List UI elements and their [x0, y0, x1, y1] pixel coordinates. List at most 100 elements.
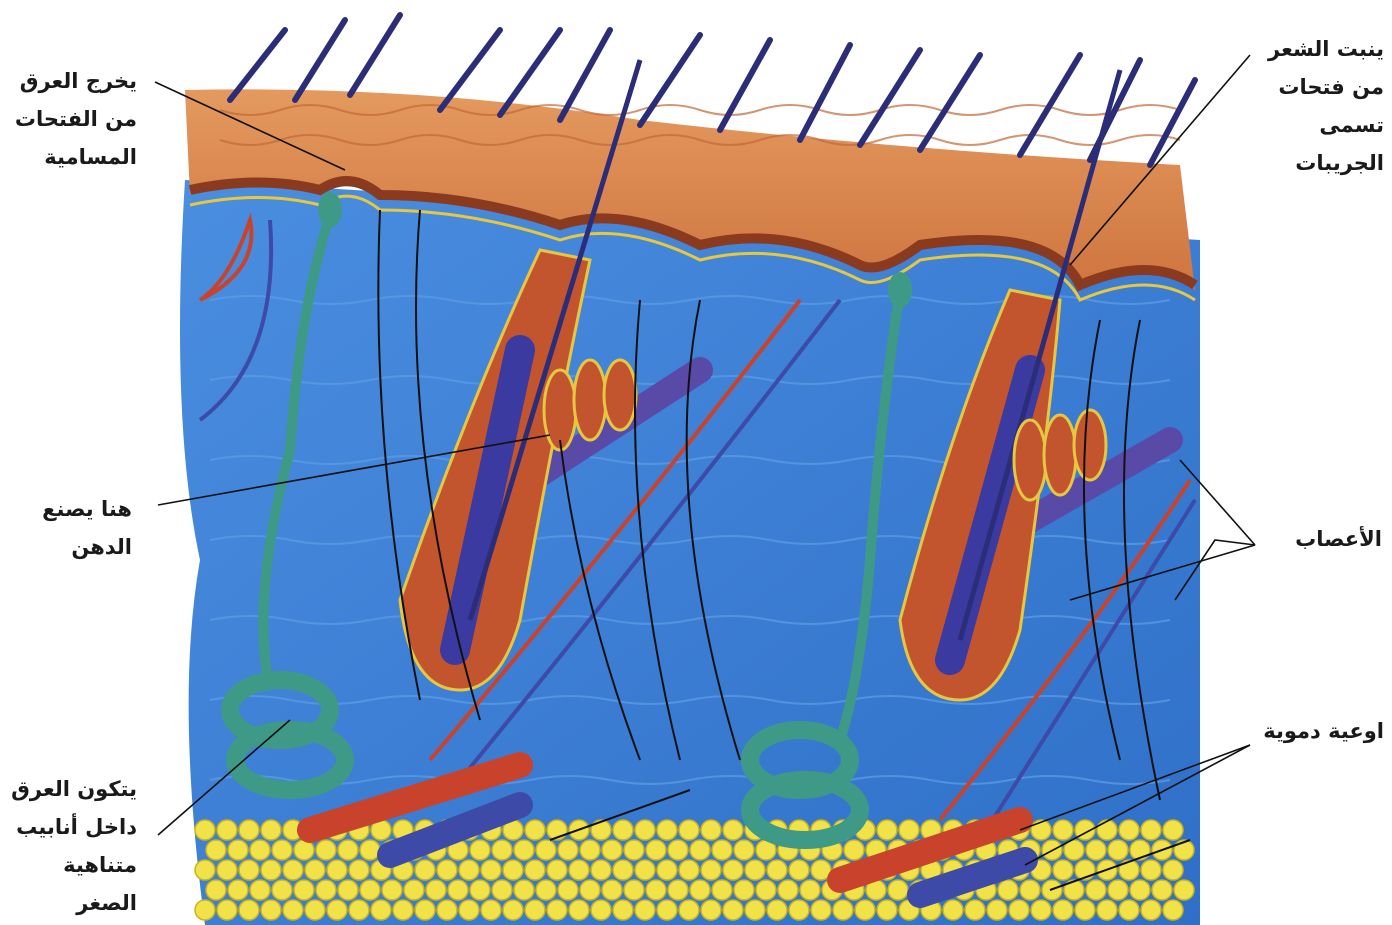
fat-cell	[305, 900, 325, 920]
fat-cell	[382, 880, 402, 900]
fat-cell	[800, 880, 820, 900]
fat-cell	[393, 900, 413, 920]
fat-cell	[239, 820, 259, 840]
fat-cell	[371, 900, 391, 920]
fat-cell	[228, 840, 248, 860]
fat-cell	[657, 900, 677, 920]
fat-cell	[723, 820, 743, 840]
fat-cell	[1141, 860, 1161, 880]
fat-cell	[547, 860, 567, 880]
fat-cell	[1020, 880, 1040, 900]
fat-cell	[580, 840, 600, 860]
fat-cell	[536, 840, 556, 860]
fat-cell	[701, 860, 721, 880]
fat-cell	[316, 840, 336, 860]
fat-cell	[206, 880, 226, 900]
fat-cell	[1075, 900, 1095, 920]
fat-cell	[877, 820, 897, 840]
fat-cell	[888, 880, 908, 900]
fat-cell	[459, 860, 479, 880]
fat-cell	[591, 860, 611, 880]
fat-cell	[569, 900, 589, 920]
fat-cell	[701, 900, 721, 920]
fat-cell	[327, 900, 347, 920]
fat-cell	[833, 900, 853, 920]
fat-cell	[844, 840, 864, 860]
fat-cell	[261, 900, 281, 920]
fat-cell	[1119, 820, 1139, 840]
fat-cell	[437, 860, 457, 880]
fat-cell	[613, 860, 633, 880]
fat-cell	[679, 820, 699, 840]
fat-cell	[613, 820, 633, 840]
fat-cell	[1097, 900, 1117, 920]
fat-cell	[481, 900, 501, 920]
fat-cell	[437, 900, 457, 920]
fat-cell	[624, 840, 644, 860]
fat-cell	[503, 900, 523, 920]
label-oil-gland: هنا يصنع الدهن	[42, 490, 132, 566]
fat-cell	[470, 840, 490, 860]
fat-cell	[657, 820, 677, 840]
fat-cell	[360, 840, 380, 860]
fat-cell	[811, 900, 831, 920]
fat-cell	[503, 860, 523, 880]
fat-cell	[514, 840, 534, 860]
fat-cell	[778, 880, 798, 900]
fat-cell	[1097, 820, 1117, 840]
fat-cell	[349, 900, 369, 920]
fat-cell	[668, 880, 688, 900]
fat-cell	[316, 880, 336, 900]
fat-cell	[415, 900, 435, 920]
fat-cell	[272, 840, 292, 860]
fat-cell	[239, 860, 259, 880]
fat-cell	[789, 900, 809, 920]
fat-cell	[250, 840, 270, 860]
fat-cell	[591, 900, 611, 920]
fat-cell	[767, 900, 787, 920]
label-sweat-gland: يتكون العرق داخل أنابيب متناهية الصغر	[11, 770, 137, 922]
fat-cell	[217, 820, 237, 840]
fat-cell	[404, 880, 424, 900]
fat-cell	[261, 860, 281, 880]
fat-cell	[206, 840, 226, 860]
fat-cell	[602, 880, 622, 900]
fat-cell	[217, 900, 237, 920]
fat-cell	[415, 860, 435, 880]
fat-cell	[261, 820, 281, 840]
fat-cell	[481, 860, 501, 880]
fat-cell	[525, 860, 545, 880]
fat-cell	[525, 900, 545, 920]
fat-cell	[239, 900, 259, 920]
fat-cell	[635, 860, 655, 880]
fat-cell	[745, 860, 765, 880]
fat-cell	[943, 900, 963, 920]
fat-cell	[294, 840, 314, 860]
fat-cell	[1119, 860, 1139, 880]
fat-cell	[338, 880, 358, 900]
fat-cell	[690, 840, 710, 860]
fat-cell	[349, 860, 369, 880]
fat-cell	[448, 880, 468, 900]
fat-cell	[492, 880, 512, 900]
fat-cell	[1163, 860, 1183, 880]
fat-cell	[536, 880, 556, 900]
label-sweat-exit: يخرج العرق من الفتحات المسامية	[15, 62, 137, 176]
fat-cell	[1108, 880, 1128, 900]
label-blood-vessels: اوعية دموية	[1263, 712, 1384, 750]
fat-cell	[877, 900, 897, 920]
fat-cell	[591, 820, 611, 840]
fat-cell	[635, 900, 655, 920]
fat-cell	[1031, 900, 1051, 920]
fat-cell	[250, 880, 270, 900]
fat-cell	[789, 860, 809, 880]
fat-cell	[569, 860, 589, 880]
fat-cell	[657, 860, 677, 880]
fat-cell	[679, 900, 699, 920]
fat-cell	[525, 820, 545, 840]
fat-layer	[195, 820, 1194, 920]
fat-cell	[701, 820, 721, 840]
fat-cell	[283, 860, 303, 880]
fat-cell	[712, 880, 732, 900]
fat-cell	[646, 840, 666, 860]
